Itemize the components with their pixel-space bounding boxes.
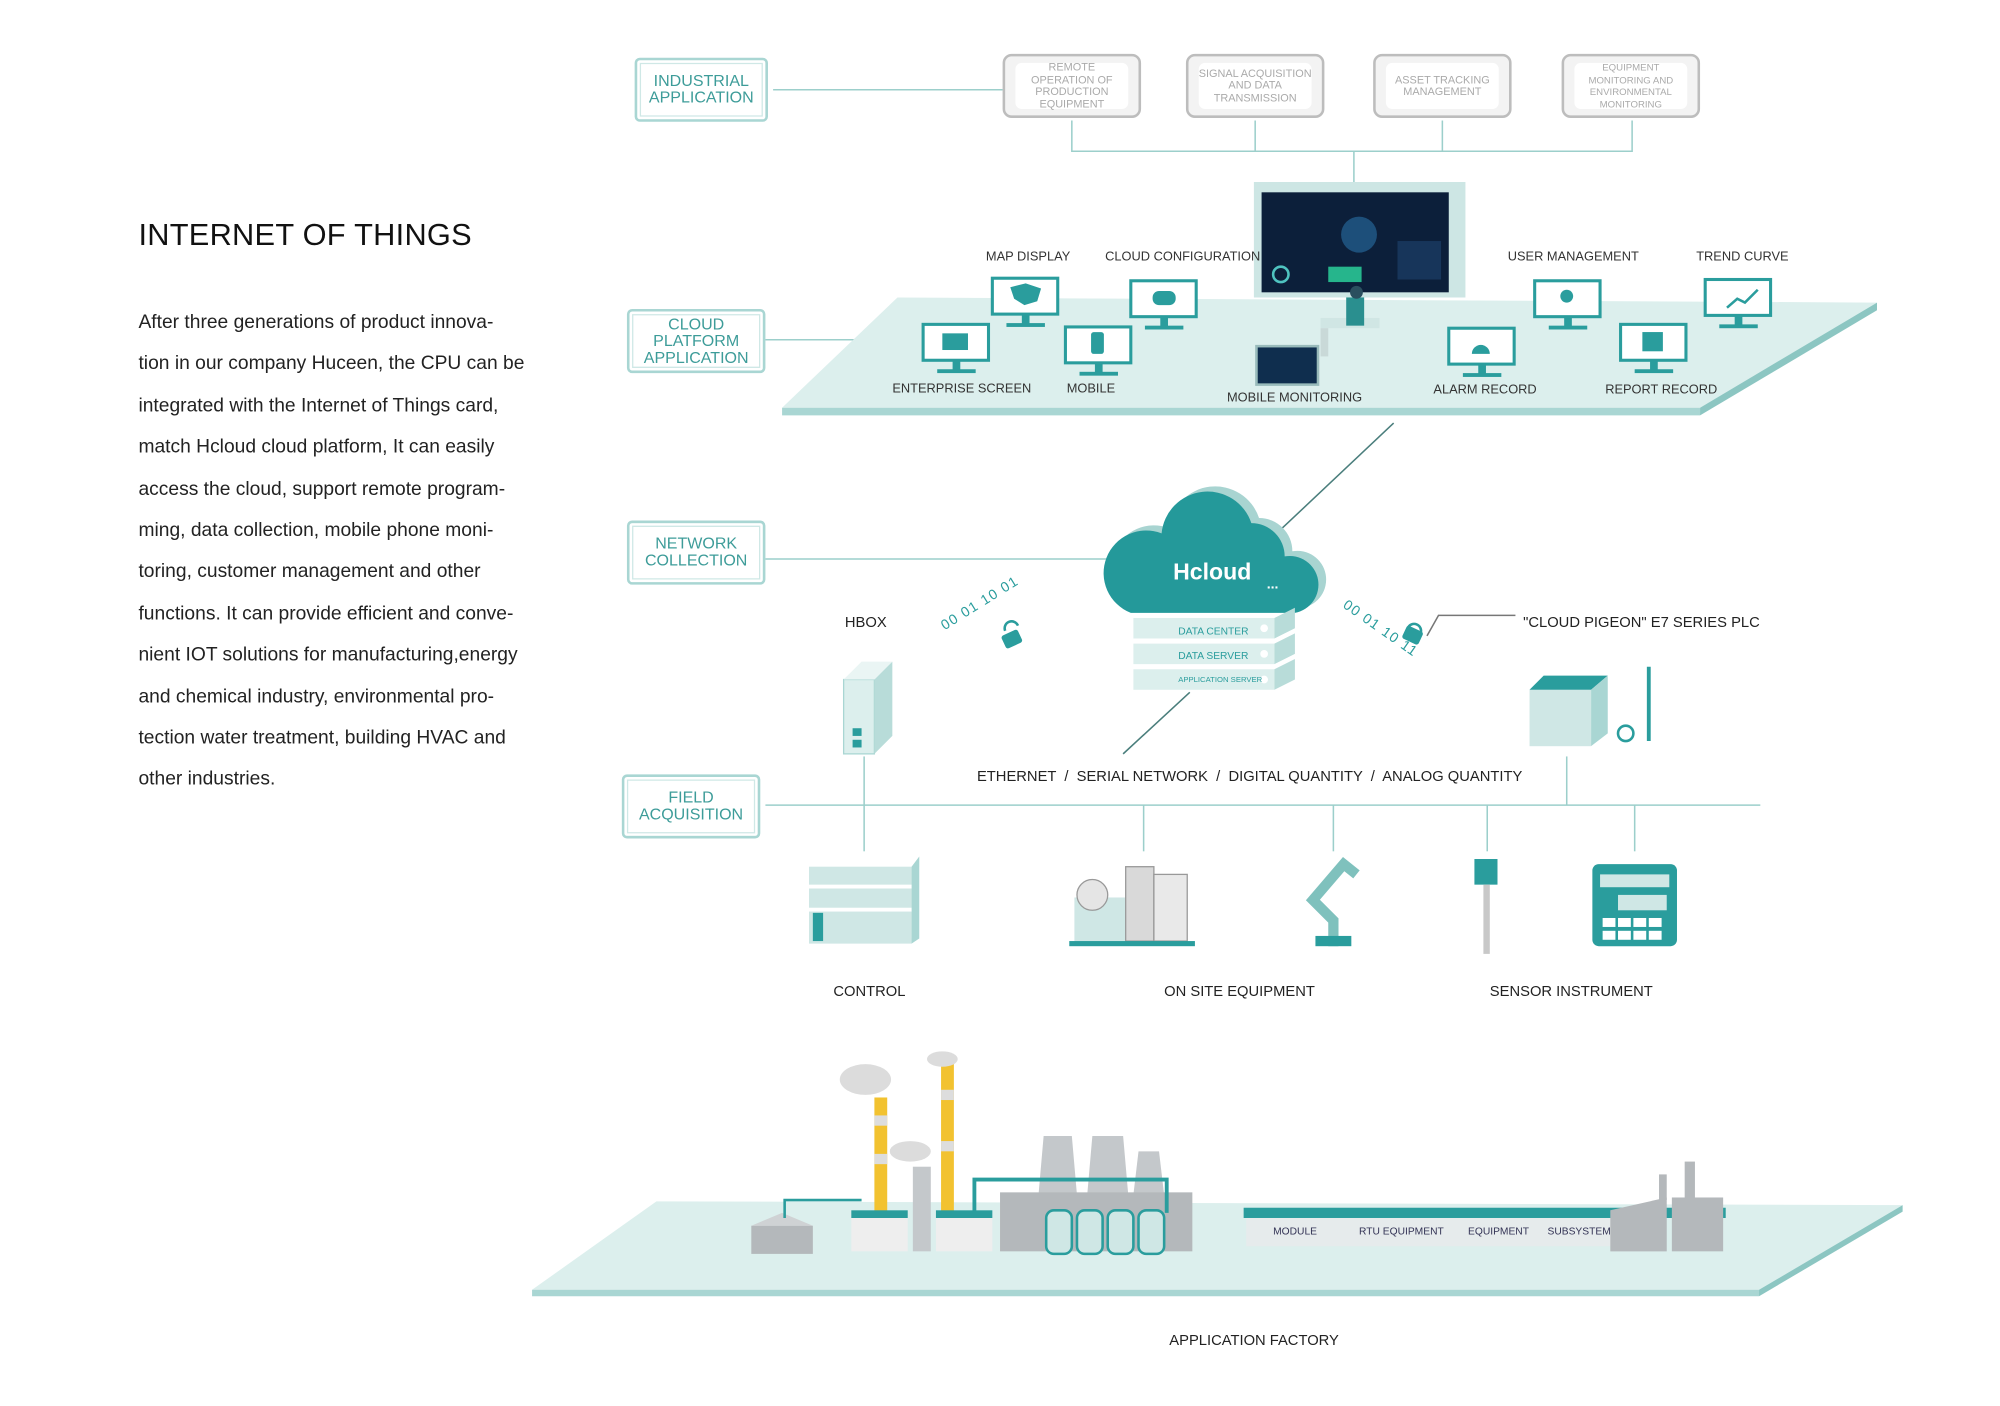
- label-trend-curve: TREND CURVE: [1696, 250, 1789, 265]
- hcloud-cloud-icon: [1103, 486, 1327, 613]
- app-label: EQUIPMENT MONITORING AND ENVIRONMENTAL M…: [1574, 62, 1688, 110]
- hcloud-label: Hcloud: [1173, 558, 1252, 585]
- page-title: INTERNET OF THINGS: [138, 217, 472, 253]
- app-label: ASSET TRACKING MANAGEMENT: [1385, 62, 1499, 109]
- label-mobile: MOBILE: [1066, 382, 1116, 397]
- cloud-platform-base: [782, 297, 1877, 416]
- paragraph-line: nient IOT solutions for manufacturing,en…: [138, 643, 518, 666]
- dashboard-screen: [1253, 182, 1466, 298]
- layer-industrial-application: INDUSTRIAL APPLICATION: [634, 57, 768, 122]
- plc-device: [1529, 666, 1651, 747]
- factory-module: MODULE: [1273, 1225, 1318, 1238]
- server-application-server: APPLICATION SERVER: [1178, 676, 1263, 685]
- app-signal-acquisition: SIGNAL ACQUISITION AND DATA TRANSMISSION: [1185, 53, 1325, 118]
- paragraph-line: other industries.: [138, 768, 276, 791]
- label-cloud-configuration: CLOUD CONFIGURATION: [1105, 250, 1261, 265]
- factory-buildings: [751, 1051, 1726, 1256]
- trend-curve-icon: [1703, 277, 1773, 317]
- app-asset-tracking: ASSET TRACKING MANAGEMENT: [1373, 53, 1512, 118]
- label-control: CONTROL: [833, 984, 906, 1001]
- factory-rtu-equipment: RTU EQUIPMENT: [1359, 1225, 1444, 1238]
- layer-field-acquisition: FIELD ACQUISITION: [621, 774, 761, 839]
- operator-desk: [1255, 285, 1380, 386]
- label-sensor-instrument: SENSOR INSTRUMENT: [1489, 984, 1653, 1001]
- factory-equipment: EQUIPMENT: [1468, 1225, 1529, 1238]
- label-alarm-record: ALARM RECORD: [1433, 383, 1537, 398]
- paragraph-line: match Hcloud cloud platform, It can easi…: [138, 436, 495, 458]
- cloud-more-dots: ...: [1266, 576, 1279, 593]
- paragraph-line: ming, data collection, mobile phone moni…: [138, 519, 494, 542]
- label-mobile-monitoring: MOBILE MONITORING: [1226, 391, 1363, 406]
- layer-cloud-platform-application: CLOUD PLATFORM APPLICATION: [626, 308, 766, 374]
- label-user-management: USER MANAGEMENT: [1507, 250, 1639, 265]
- label-map-display: MAP DISPLAY: [985, 250, 1071, 265]
- label-hbox: HBOX: [844, 615, 887, 631]
- app-label: REMOTE OPERATION OF PRODUCTION EQUIPMENT: [1015, 61, 1129, 109]
- label-protocols: ETHERNET / SERIAL NETWORK / DIGITAL QUAN…: [976, 769, 1523, 785]
- lock-icons: [1001, 620, 1423, 649]
- paragraph-line: tection water treatment, building HVAC a…: [138, 727, 506, 749]
- monitor-glyphs: [937, 283, 1759, 377]
- label-enterprise-screen: ENTERPRISE SCREEN: [892, 382, 1032, 397]
- paragraph-line: toring, customer management and other: [138, 560, 481, 583]
- server-data-server: DATA SERVER: [1178, 650, 1249, 662]
- sensor-instruments: [1474, 859, 1677, 954]
- factory-subsystem: SUBSYSTEM: [1547, 1225, 1611, 1238]
- app-remote-operation: REMOTE OPERATION OF PRODUCTION EQUIPMENT: [1002, 53, 1142, 118]
- paragraph-line: and chemical industry, environmental pro…: [138, 685, 495, 708]
- label-on-site-equipment: ON SITE EQUIPMENT: [1164, 984, 1315, 1001]
- hbox-device: [842, 661, 893, 755]
- connector-lines: [765, 88, 1761, 852]
- paragraph-line: access the cloud, support remote program…: [138, 477, 506, 500]
- paragraph-line: integrated with the Internet of Things c…: [138, 394, 499, 417]
- label-plc: "CLOUD PIGEON" E7 SERIES PLC: [1523, 615, 1760, 631]
- on-site-equipment-machines: [1069, 857, 1360, 947]
- paragraph-line: After three generations of product innov…: [138, 311, 494, 334]
- server-data-center: DATA CENTER: [1178, 625, 1249, 638]
- server-stack: [1133, 607, 1295, 690]
- label-application-factory: APPLICATION FACTORY: [1169, 1333, 1339, 1349]
- paragraph-line: functions. It can provide efficient and …: [138, 602, 514, 625]
- intro-paragraph: After three generations of product innov…: [138, 303, 548, 802]
- layer-network-collection: NETWORK COLLECTION: [626, 520, 766, 585]
- control-device: [809, 856, 920, 944]
- label-report-record: REPORT RECORD: [1605, 383, 1718, 398]
- paragraph-line: tion in our company Huceen, the CPU can …: [138, 353, 525, 375]
- app-equipment-monitoring: EQUIPMENT MONITORING AND ENVIRONMENTAL M…: [1561, 53, 1701, 118]
- app-label: SIGNAL ACQUISITION AND DATA TRANSMISSION: [1198, 62, 1312, 109]
